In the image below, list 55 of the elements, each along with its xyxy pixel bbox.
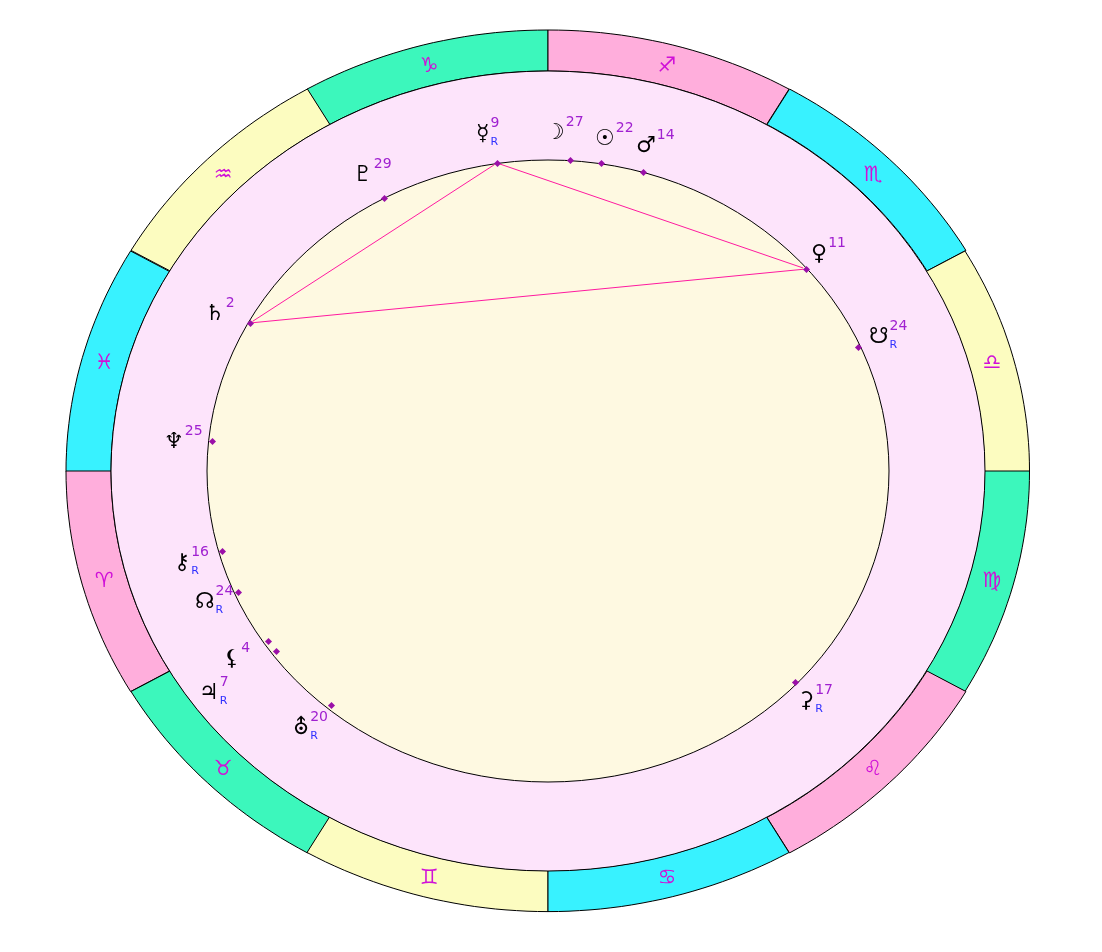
degree-label: 24 — [889, 318, 908, 333]
planet-glyph: ♆ — [164, 429, 184, 453]
zodiac-sign-glyph: ♉ — [213, 757, 233, 780]
retrograde-mark: R — [219, 695, 229, 706]
degree-label: 7 — [219, 674, 229, 689]
retrograde-mark: R — [490, 136, 500, 147]
zodiac-sign-glyph: ♍ — [982, 568, 1002, 591]
retrograde-mark: R — [191, 565, 200, 576]
degree-label: 9 — [490, 115, 500, 130]
zodiac-sign-glyph: ♓ — [94, 351, 114, 374]
retrograde-mark: R — [310, 730, 319, 741]
planet-glyph: ♇ — [353, 162, 373, 186]
degree-label: 14 — [656, 127, 675, 142]
position-marker — [246, 319, 254, 327]
planet-glyph: ☉ — [595, 126, 615, 150]
degree-label: 24 — [215, 583, 234, 598]
aspect-line — [499, 163, 804, 269]
position-marker — [802, 265, 810, 273]
zodiac-sign-glyph: ♏ — [863, 162, 883, 185]
degree-label: 20 — [310, 709, 328, 724]
planet-glyph: ⚷ — [174, 550, 191, 574]
zodiac-sign-glyph: ♋ — [657, 866, 677, 889]
position-marker — [493, 159, 501, 167]
retrograde-mark: R — [815, 703, 824, 714]
planet-glyph: ☽ — [545, 120, 565, 144]
planet-glyph: ⛢ — [293, 715, 310, 739]
degree-label: 27 — [565, 114, 584, 129]
planet-glyph: ☋ — [869, 324, 889, 348]
zodiac-sign-glyph: ♒ — [213, 162, 233, 185]
degree-label: 29 — [373, 156, 392, 171]
retrograde-mark: R — [889, 339, 899, 350]
zodiac-sign-glyph: ♊ — [419, 866, 439, 889]
planet-glyph: ☿ — [476, 121, 490, 145]
planet-glyph: ♀ — [811, 241, 828, 265]
degree-label: 22 — [615, 120, 634, 135]
zodiac-sign-glyph: ♑ — [419, 53, 439, 76]
zodiac-sign-glyph: ♈ — [94, 568, 114, 591]
aspect-line — [252, 164, 495, 322]
retrograde-mark: R — [215, 604, 225, 615]
zodiac-sign-glyph: ♎ — [982, 351, 1002, 374]
degree-label: 16 — [191, 544, 209, 559]
aspect-line — [252, 268, 804, 324]
zodiac-sign-glyph: ♐ — [657, 53, 677, 76]
planet-glyph: ♄ — [205, 301, 225, 325]
degree-label: 17 — [815, 682, 833, 697]
planet-glyph: ♂ — [636, 133, 656, 157]
degree-label: 2 — [225, 295, 235, 310]
degree-label: 11 — [828, 235, 846, 250]
zodiac-sign-glyph: ♌ — [863, 757, 883, 780]
planet-glyph: ☊ — [195, 589, 215, 613]
degree-label: 4 — [241, 640, 251, 655]
planet-glyph: ⚸ — [224, 646, 241, 670]
planet-glyph: ⚳ — [798, 688, 815, 712]
planet-glyph: ♃ — [199, 680, 219, 704]
degree-label: 25 — [184, 423, 203, 438]
